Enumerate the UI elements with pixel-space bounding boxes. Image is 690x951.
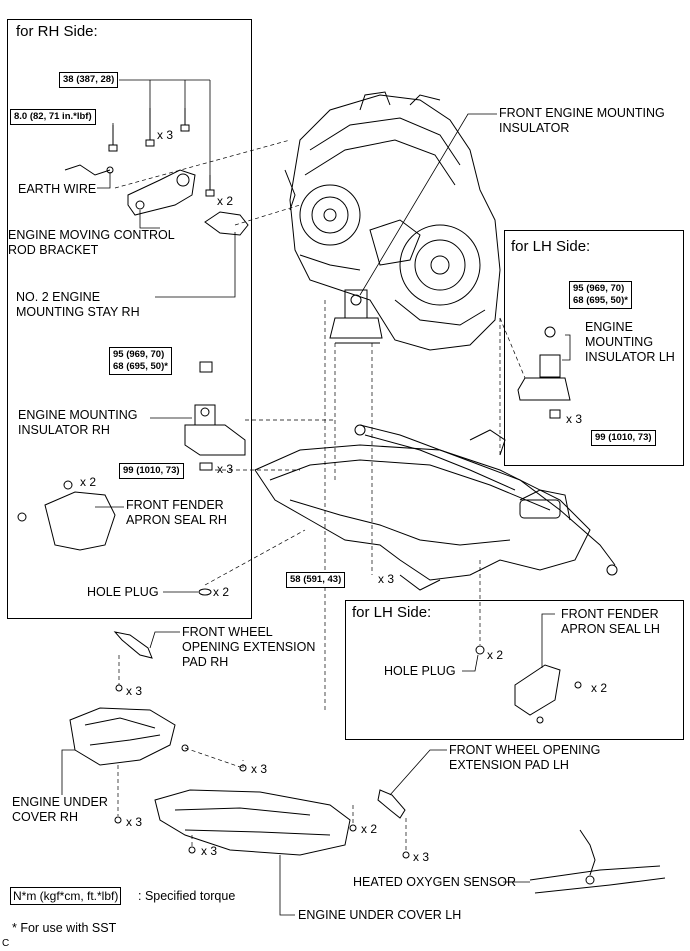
front-fender-apron-seal-rh-part (17, 480, 116, 551)
lh-mount-panel (504, 230, 684, 466)
qty-pad-rh-x3: x 3 (126, 684, 143, 698)
label-front-wheel-opening-extension-pad-rh: FRONT WHEEL OPENING EXTENSION PAD RH (182, 625, 316, 669)
qty-pad-lh-x3: x 3 (413, 850, 430, 864)
label-hole-plug-lh: HOLE PLUG (384, 664, 456, 678)
label-front-fender-apron-seal-lh: FRONT FENDER APRON SEAL LH (561, 607, 660, 636)
torque-8: 8.0 (82, 71 in.*lbf) (10, 109, 96, 125)
qty-member-x3: x 3 (378, 572, 395, 586)
front-wheel-opening-extension-pad-rh-part (113, 631, 153, 692)
qty-rh-bolts-x3: x 3 (157, 128, 174, 142)
qty-stay-bolt-x2: x 2 (217, 194, 234, 208)
torque-58: 58 (591, 43) (286, 572, 346, 588)
bolts-rh (108, 108, 215, 197)
engine-under-cover-rh-part (69, 707, 247, 824)
front-fender-apron-seal-lh-part (475, 645, 582, 724)
corner-mark: C (2, 938, 10, 949)
torque-95-rh: 95 (969, 70) 68 (695, 50)* (109, 347, 172, 375)
legend-note: * For use with SST (12, 921, 117, 935)
qty-lh-insulator-nut-x3: x 3 (566, 412, 583, 426)
torque-38: 38 (387, 28) (59, 72, 119, 88)
qty-cover-lh-x3: x 3 (201, 844, 218, 858)
engine-mounting-insulator-lh-part (517, 326, 571, 419)
engine-assembly (284, 91, 501, 351)
rh-side-panel (7, 19, 252, 619)
front-wheel-opening-extension-pad-lh-part (377, 789, 410, 859)
label-no2-engine-mounting-stay-rh: NO. 2 ENGINE MOUNTING STAY RH (16, 290, 140, 319)
rh-side-title: for RH Side: (16, 23, 98, 40)
engine-under-cover-lh-part (154, 789, 357, 856)
qty-cover-rh-x3-left: x 3 (126, 815, 143, 829)
torque-95-lh: 95 (969, 70) 68 (695, 50)* (569, 281, 632, 309)
lh-mount-title: for LH Side: (511, 238, 591, 255)
label-engine-mounting-insulator-lh: ENGINE MOUNTING INSULATOR LH (585, 320, 675, 364)
label-engine-under-cover-rh: ENGINE UNDER COVER RH (12, 795, 108, 824)
front-engine-mounting-insulator-part (329, 289, 383, 344)
torque-99-rh: 99 (1010, 73) (119, 463, 184, 479)
label-engine-mounting-insulator-rh: ENGINE MOUNTING INSULATOR RH (18, 408, 138, 437)
qty-hole-plug-lh-x2: x 2 (487, 648, 504, 662)
label-front-engine-mounting-insulator: FRONT ENGINE MOUNTING INSULATOR (499, 106, 665, 135)
qty-hole-plug-rh-x2: x 2 (213, 585, 230, 599)
hole-plug-rh-part (198, 588, 212, 596)
qty-apron-rh-x2: x 2 (80, 475, 97, 489)
engine-mounting-insulator-rh-part (184, 361, 246, 471)
engine-moving-control-rod-bracket-part (127, 169, 196, 216)
suspension-member (254, 424, 618, 591)
label-heated-oxygen-sensor: HEATED OXYGEN SENSOR (353, 875, 516, 889)
qty-cover-lh-x2: x 2 (361, 822, 378, 836)
label-earth-wire: EARTH WIRE (18, 182, 97, 196)
label-hole-plug-rh: HOLE PLUG (87, 585, 159, 599)
qty-rh-insulator-nut-x3: x 3 (217, 462, 234, 476)
qty-cover-rh-x3-right: x 3 (251, 762, 268, 776)
torque-99-lh: 99 (1010, 73) (591, 430, 656, 446)
label-engine-moving-control-rod-bracket: ENGINE MOVING CONTROL ROD BRACKET (8, 228, 175, 257)
legend-unit-box: N*m (kgf*cm, ft.*lbf) (10, 887, 122, 905)
heated-oxygen-sensor-part (529, 829, 666, 894)
label-engine-under-cover-lh: ENGINE UNDER COVER LH (298, 908, 462, 922)
qty-apron-lh-x2: x 2 (591, 681, 608, 695)
lh-seal-title: for LH Side: (352, 604, 432, 621)
no2-mounting-stay-part (204, 211, 249, 236)
legend-unit-text: : Specified torque (138, 889, 236, 903)
label-front-wheel-opening-extension-pad-lh: FRONT WHEEL OPENING EXTENSION PAD LH (449, 743, 601, 772)
label-front-fender-apron-seal-rh: FRONT FENDER APRON SEAL RH (126, 498, 227, 527)
lh-seal-panel (345, 600, 684, 740)
